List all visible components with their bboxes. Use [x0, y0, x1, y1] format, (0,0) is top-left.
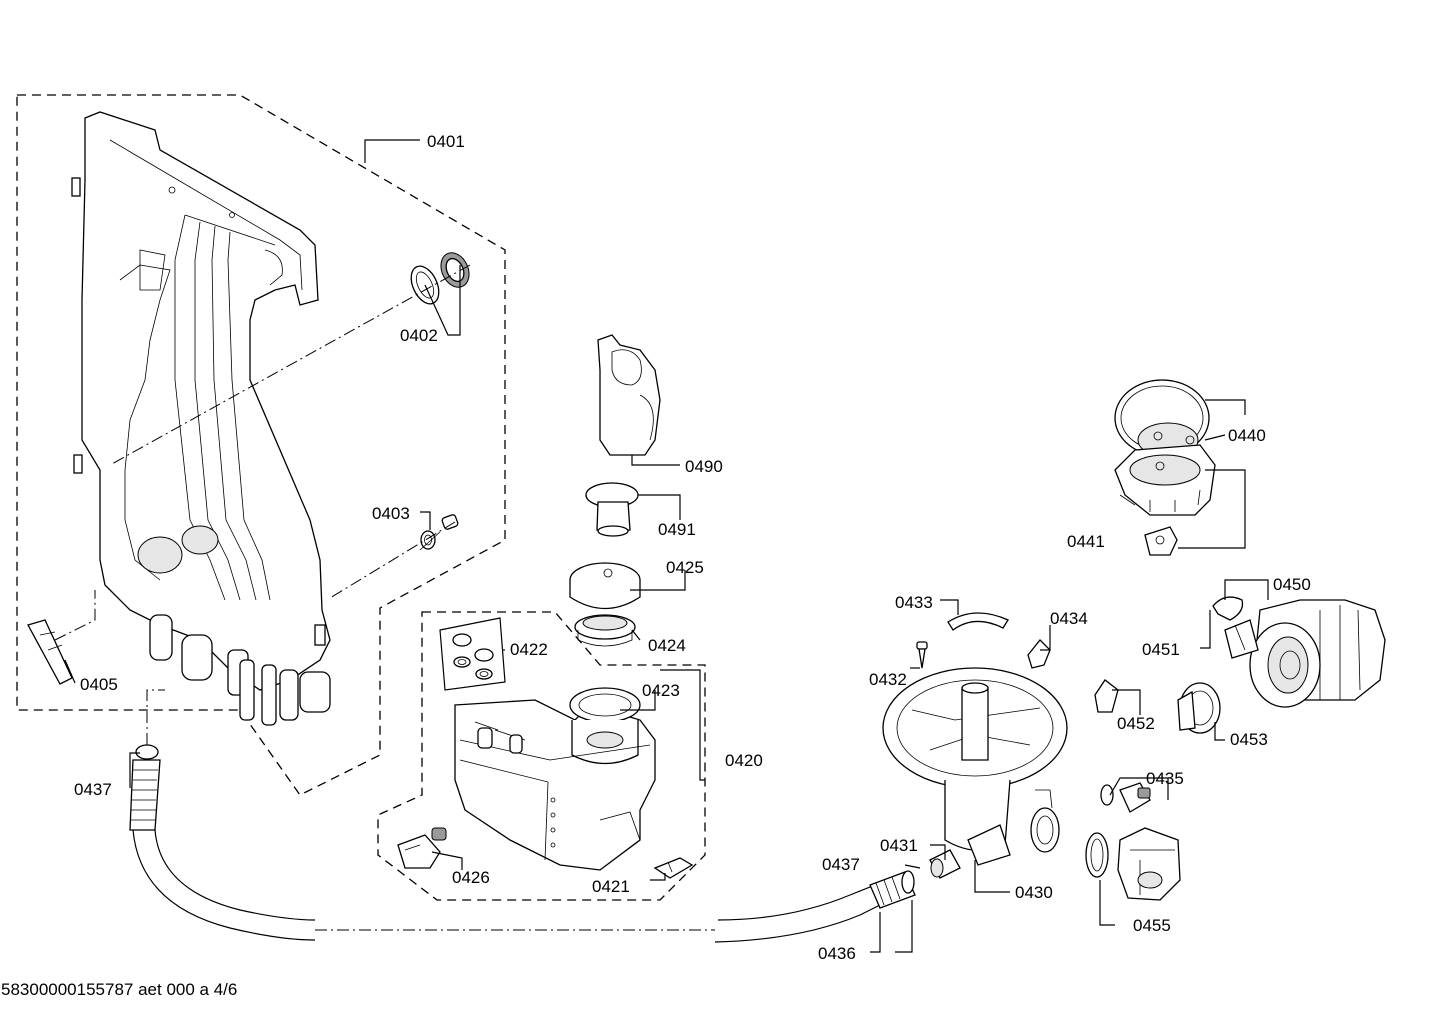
label-0440: 0440 — [1228, 426, 1266, 445]
pump-cap-part[interactable] — [1094, 679, 1119, 713]
side-panel-part[interactable] — [71, 111, 331, 726]
side-panel-axis-line — [109, 264, 471, 466]
label-0402: 0402 — [400, 326, 438, 345]
pump-clamp-part[interactable] — [1212, 596, 1244, 621]
label-0431: 0431 — [880, 836, 918, 855]
small-screw-part[interactable] — [916, 641, 928, 669]
pump-housing-top-part[interactable] — [1114, 379, 1216, 516]
valve-part[interactable] — [397, 827, 447, 869]
circulation-pump-part[interactable] — [1224, 599, 1386, 708]
sump-strip-part[interactable] — [947, 612, 1009, 631]
label-0490: 0490 — [685, 457, 723, 476]
label-0426: 0426 — [452, 868, 490, 887]
label-0422: 0422 — [510, 640, 548, 659]
salt-cover-part[interactable] — [569, 562, 641, 610]
label-0425: 0425 — [666, 558, 704, 577]
leader-lines — [64, 139, 1269, 953]
water-softener-group-boundary — [377, 611, 706, 901]
clip-part[interactable] — [27, 619, 73, 685]
drain-pump-part[interactable] — [1085, 827, 1181, 901]
label-0423: 0423 — [642, 681, 680, 700]
label-0491: 0491 — [658, 520, 696, 539]
label-0403: 0403 — [372, 504, 410, 523]
label-0435: 0435 — [1146, 769, 1184, 788]
side-panel-group-boundary — [16, 94, 506, 796]
label-0441: 0441 — [1067, 532, 1105, 551]
label-0451: 0451 — [1142, 640, 1180, 659]
label-0433: 0433 — [895, 593, 933, 612]
sump-clip-part[interactable] — [1027, 639, 1051, 669]
label-0420: 0420 — [725, 751, 763, 770]
pump-connector-part[interactable] — [1177, 682, 1221, 734]
sump-part[interactable] — [882, 667, 1068, 866]
cap-part[interactable] — [585, 482, 639, 537]
impeller-part[interactable] — [1144, 526, 1178, 556]
part-labels: 0401 0402 0403 0405 0437 0490 0491 0425 … — [74, 132, 1311, 963]
label-0455: 0455 — [1133, 916, 1171, 935]
label-0436: 0436 — [818, 944, 856, 963]
seal-set-part[interactable] — [452, 633, 494, 680]
funnel-part[interactable] — [597, 334, 661, 456]
label-0437-left: 0437 — [74, 780, 112, 799]
label-0405: 0405 — [80, 675, 118, 694]
softener-clip-part[interactable] — [653, 857, 694, 879]
cover-ring-part[interactable] — [574, 614, 636, 647]
label-0434: 0434 — [1050, 609, 1088, 628]
nozzle-part[interactable] — [929, 849, 961, 879]
water-softener-part[interactable] — [454, 687, 656, 871]
label-0437-right: 0437 — [822, 855, 860, 874]
label-0450: 0450 — [1273, 575, 1311, 594]
document-code: 58300000155787 aet 000 a 4/6 — [1, 980, 238, 999]
screw-part[interactable] — [419, 514, 459, 551]
sensor-part[interactable] — [1100, 782, 1151, 813]
label-0432: 0432 — [869, 670, 907, 689]
label-0430: 0430 — [1015, 883, 1053, 902]
seal-ring-part[interactable] — [406, 248, 475, 308]
label-0452: 0452 — [1117, 714, 1155, 733]
label-0424: 0424 — [648, 636, 686, 655]
label-0421: 0421 — [592, 877, 630, 896]
label-0453: 0453 — [1230, 730, 1268, 749]
label-0401: 0401 — [427, 132, 465, 151]
